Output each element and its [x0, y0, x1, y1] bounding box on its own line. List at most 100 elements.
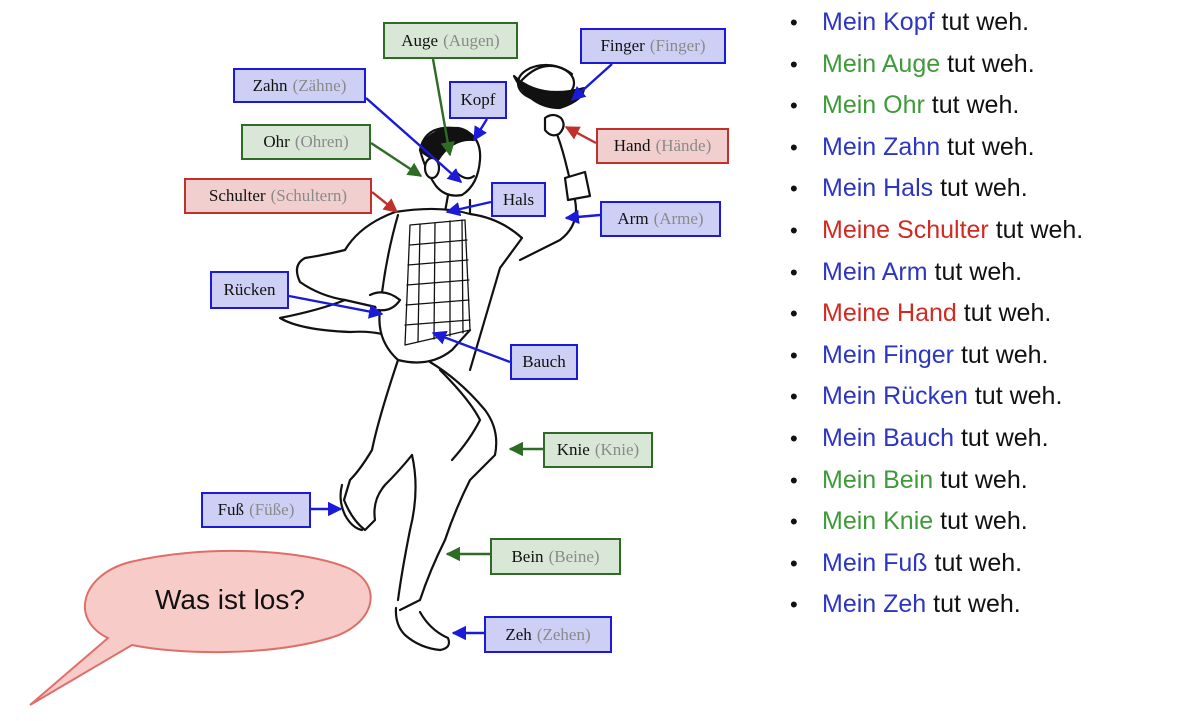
phrase-rest: tut weh.	[947, 49, 1035, 78]
label-arm: Arm(Arme)	[600, 201, 721, 237]
phrase-rest: tut weh.	[933, 590, 1021, 619]
phrase-rest: tut weh.	[940, 465, 1028, 494]
leader-arrows	[288, 58, 613, 641]
phrase-rest: tut weh.	[940, 174, 1028, 203]
phrase-subject: Mein Auge	[822, 49, 941, 78]
label-zeh-plural: (Zehen)	[536, 624, 591, 644]
label-hand: Hand(Hände)	[596, 128, 729, 164]
label-arm-word: Arm	[617, 209, 649, 228]
arrow-schulter	[371, 191, 399, 213]
arrow-kopf	[472, 118, 489, 142]
arrow-bauch	[431, 330, 511, 364]
head-drawing	[418, 126, 482, 197]
phrase-item: Mein Kopf tut weh.	[790, 2, 1083, 44]
label-finger-word: Finger	[600, 36, 645, 55]
phrase-rest: tut weh.	[963, 299, 1052, 328]
phrase-item: Meine Schulter tut weh.	[790, 210, 1083, 252]
label-bein-word: Bein	[511, 546, 544, 566]
phrase-item: Mein Bein tut weh.	[790, 460, 1083, 502]
phrase-subject: Mein Rücken	[822, 382, 968, 411]
phrase-subject: Meine Hand	[822, 299, 957, 328]
label-hand-word: Hand	[613, 136, 651, 155]
label-auge-plural: (Augen)	[443, 30, 500, 50]
label-bein: Bein(Beine)	[490, 538, 621, 575]
phrase-rest: tut weh.	[974, 382, 1063, 411]
phrase-rest: tut weh.	[995, 215, 1084, 244]
label-zahn-plural: (Zähne)	[292, 75, 347, 95]
speech-bubble	[29, 549, 372, 706]
arrow-ruecken	[288, 294, 384, 319]
label-zeh-word: Zeh	[505, 624, 532, 644]
label-auge-word: Auge	[401, 30, 439, 50]
phrase-item: Mein Auge tut weh.	[790, 44, 1083, 86]
phrase-subject: Mein Bauch	[822, 423, 955, 452]
arrow-ohr	[370, 141, 423, 178]
label-ohr-plural: (Ohren)	[294, 132, 349, 151]
label-knie-word: Knie	[556, 440, 590, 459]
phrase-subject: Meine Schulter	[822, 215, 989, 244]
label-bein-plural: (Beine)	[548, 546, 600, 566]
phrase-item: Mein Fuß tut weh.	[790, 543, 1083, 585]
label-ruecken: Rücken	[210, 271, 289, 309]
arrow-arm	[564, 209, 601, 225]
phrase-subject: Mein Knie	[822, 507, 934, 536]
phrase-rest: tut weh.	[941, 8, 1030, 36]
label-ohr-word: Ohr	[263, 132, 290, 151]
arrow-auge	[431, 58, 455, 157]
label-bauch: Bauch	[510, 344, 578, 380]
label-zahn: Zahn(Zähne)	[233, 68, 366, 103]
phrase-subject: Mein Kopf	[822, 8, 935, 36]
label-schulter: Schulter(Schultern)	[184, 178, 372, 214]
label-zahn-word: Zahn	[252, 75, 288, 95]
phrase-list: Mein Kopf tut weh. Mein Auge tut weh. Me…	[790, 2, 1083, 626]
dancing-man-illustration	[278, 63, 592, 652]
phrase-subject: Mein Arm	[822, 257, 928, 286]
phrase-subject: Mein Bein	[822, 465, 934, 494]
phrase-item: Mein Finger tut weh.	[790, 335, 1083, 377]
label-hals: Hals	[491, 182, 546, 217]
arrow-hals	[445, 200, 492, 217]
phrase-subject: Mein Finger	[822, 340, 954, 369]
phrase-item: Mein Rücken tut weh.	[790, 376, 1083, 418]
phrase-item: Mein Ohr tut weh.	[790, 85, 1083, 127]
phrase-item: Mein Knie tut weh.	[790, 501, 1083, 543]
arrow-zahn	[365, 97, 463, 183]
waistcoat-pattern	[404, 219, 471, 346]
phrase-rest: tut weh.	[934, 257, 1023, 286]
label-hals-word: Hals	[502, 189, 535, 209]
label-fuss: Fuß(Füße)	[201, 492, 311, 528]
phrase-subject: Mein Fuß	[822, 548, 928, 577]
label-kopf: Kopf	[449, 81, 507, 119]
arrow-hand	[564, 125, 597, 145]
label-schulter-word: Schulter	[208, 186, 266, 205]
speech-bubble-text: Was ist los?	[155, 584, 305, 615]
label-hand-plural: (Hände)	[655, 136, 712, 155]
label-bauch-word: Bauch	[522, 352, 566, 371]
phrase-item: Mein Bauch tut weh.	[790, 418, 1083, 460]
label-arm-plural: (Arme)	[653, 209, 704, 228]
label-fuss-plural: (Füße)	[249, 500, 295, 519]
arrow-finger	[570, 63, 613, 101]
phrase-item: Mein Hals tut weh.	[790, 168, 1083, 210]
label-kopf-word: Kopf	[460, 90, 496, 109]
label-zeh: Zeh(Zehen)	[484, 616, 612, 653]
phrase-rest: tut weh.	[940, 507, 1028, 536]
label-finger: Finger(Finger)	[580, 28, 726, 64]
phrase-item: Meine Hand tut weh.	[790, 293, 1083, 335]
phrase-subject: Mein Ohr	[822, 91, 925, 120]
phrase-rest: tut weh.	[960, 340, 1049, 369]
label-ruecken-word: Rücken	[223, 280, 276, 299]
phrase-rest: tut weh.	[960, 423, 1049, 452]
label-fuss-word: Fuß	[217, 500, 245, 519]
phrase-subject: Mein Zeh	[822, 590, 927, 619]
hat-drawing	[512, 63, 586, 110]
label-finger-plural: (Finger)	[649, 36, 706, 55]
label-knie: Knie(Knie)	[543, 432, 653, 468]
label-ohr: Ohr(Ohren)	[241, 124, 371, 160]
phrase-rest: tut weh.	[947, 132, 1035, 161]
phrase-item: Mein Zahn tut weh.	[790, 127, 1083, 169]
label-knie-plural: (Knie)	[594, 440, 640, 459]
phrase-subject: Mein Hals	[822, 174, 934, 203]
phrase-item: Mein Arm tut weh.	[790, 252, 1083, 294]
